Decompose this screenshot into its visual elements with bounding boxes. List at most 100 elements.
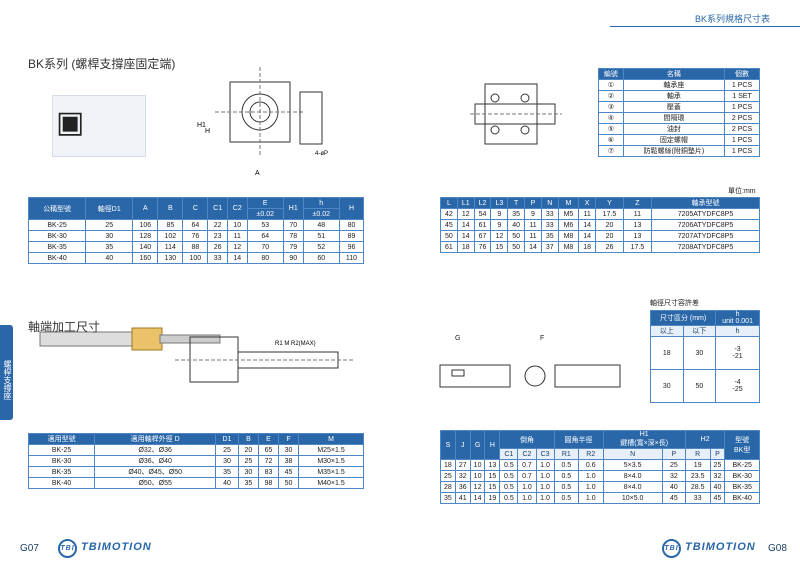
table-cell: 1 PCS [724, 134, 760, 146]
table-cell: 51 [302, 230, 340, 242]
shaft-key-drawings [439, 364, 621, 388]
col-header: 軸承型號 [650, 197, 761, 209]
table-cell: 間隔環 [622, 112, 726, 124]
table-cell: 32 [709, 470, 726, 482]
table-cell: 10 [469, 470, 486, 482]
tol-h: ±0.02 [302, 208, 340, 220]
table-cell: 壓蓋 [622, 101, 726, 113]
bearing-block-icon: ▣ [56, 106, 85, 139]
table-cell: 5×3.5 [602, 459, 663, 471]
table-cell: 106 [132, 219, 159, 231]
table-cell: 54 [473, 208, 492, 220]
col-header: T [507, 197, 526, 209]
col-subheader: R1 [553, 448, 580, 460]
table-cell: ⑥ [598, 134, 624, 146]
table-cell: 30 [237, 466, 259, 478]
table-cell: 35 [540, 230, 559, 242]
table-cell: 1.0 [535, 481, 555, 493]
svg-text:H: H [205, 128, 210, 135]
table-cell: 102 [157, 230, 184, 242]
table-cell: 61 [440, 241, 458, 253]
table-cell: 17.5 [595, 208, 624, 220]
page-title: BK系列 (螺桿支撐座固定端) [28, 57, 176, 71]
table-cell: 13 [484, 459, 501, 471]
table-cell: 28.5 [684, 481, 711, 493]
col-h1: H1 [282, 197, 304, 220]
table-cell: 12 [469, 481, 486, 493]
col-s: S [440, 430, 456, 460]
table-cell: BK-35 [27, 466, 96, 478]
tol-cell: 18 [650, 336, 684, 370]
table-cell: 98 [257, 477, 280, 489]
table-cell: Ø32、Ø36 [94, 444, 217, 456]
col-header: L [440, 197, 458, 209]
table-cell: M8 [557, 230, 580, 242]
col-d1: 軸徑D1 [85, 197, 134, 220]
table-cell: 33 [540, 208, 559, 220]
table-cell: 50 [507, 230, 526, 242]
col-e: E [257, 433, 280, 445]
table-cell: 128 [132, 230, 159, 242]
bk-front-drawing: H1H A 4-øP [197, 67, 328, 177]
table-cell: 33 [540, 219, 559, 231]
table-cell: 45 [277, 466, 300, 478]
bk-section-drawing [470, 83, 562, 145]
col-model: 適用型號 [27, 433, 96, 445]
table-cell: 40 [709, 481, 726, 493]
table-cell: 15 [490, 241, 509, 253]
table-cell: 26 [207, 241, 228, 253]
col-subheader: P [661, 448, 686, 460]
table-cell: 軸承座 [622, 79, 726, 91]
table-cell: ⑤ [598, 123, 624, 135]
logo-text: TBIMOTION [81, 541, 152, 553]
table-cell: 160 [132, 252, 159, 264]
col-e: E [246, 197, 284, 209]
col-header: Z [622, 197, 652, 209]
col-c1: C1 [207, 197, 228, 220]
col-d1: D1 [215, 433, 239, 445]
table-cell: 0.6 [578, 459, 604, 471]
table-cell: 40 [215, 477, 239, 489]
tol-cell: -4-25 [715, 369, 760, 403]
table-cell: 12 [490, 230, 509, 242]
tol-e: ±0.02 [246, 208, 284, 220]
col-h2: H2 [684, 430, 726, 449]
table-cell: 14 [456, 230, 475, 242]
table-cell: 114 [157, 241, 184, 253]
table-cell: 0.7 [517, 459, 537, 471]
col-header: N [540, 197, 559, 209]
table-cell: 18 [578, 241, 597, 253]
table-cell: 1.0 [535, 470, 555, 482]
table-cell: 2 PCS [724, 123, 760, 135]
table-cell: 36 [454, 481, 471, 493]
table-cell: 45 [661, 492, 686, 504]
table-cell: 1.0 [578, 470, 604, 482]
table-cell: 1 PCS [724, 101, 760, 113]
table-cell: 32 [454, 470, 471, 482]
h2-type-label: F [540, 335, 545, 342]
table-cell: M40×1.5 [298, 477, 364, 489]
table-cell: 85 [157, 219, 184, 231]
table-cell: 0.5 [553, 459, 580, 471]
side-tab[interactable] [0, 325, 13, 420]
table-cell: 8×4.0 [602, 481, 663, 493]
tol-above: 以上 [650, 325, 684, 337]
table-cell: ③ [598, 101, 624, 113]
col-chamfer: 倒角 [499, 430, 555, 449]
table-cell: 50 [277, 477, 300, 489]
table-cell: 1 SET [724, 90, 760, 102]
table-cell: 61 [473, 219, 492, 231]
table-cell: BK-35 [27, 241, 87, 253]
h1-type-label: G [455, 335, 461, 342]
table-cell: 1.0 [517, 492, 537, 504]
table-cell: 14 [578, 219, 597, 231]
table-cell: 25 [215, 444, 239, 456]
